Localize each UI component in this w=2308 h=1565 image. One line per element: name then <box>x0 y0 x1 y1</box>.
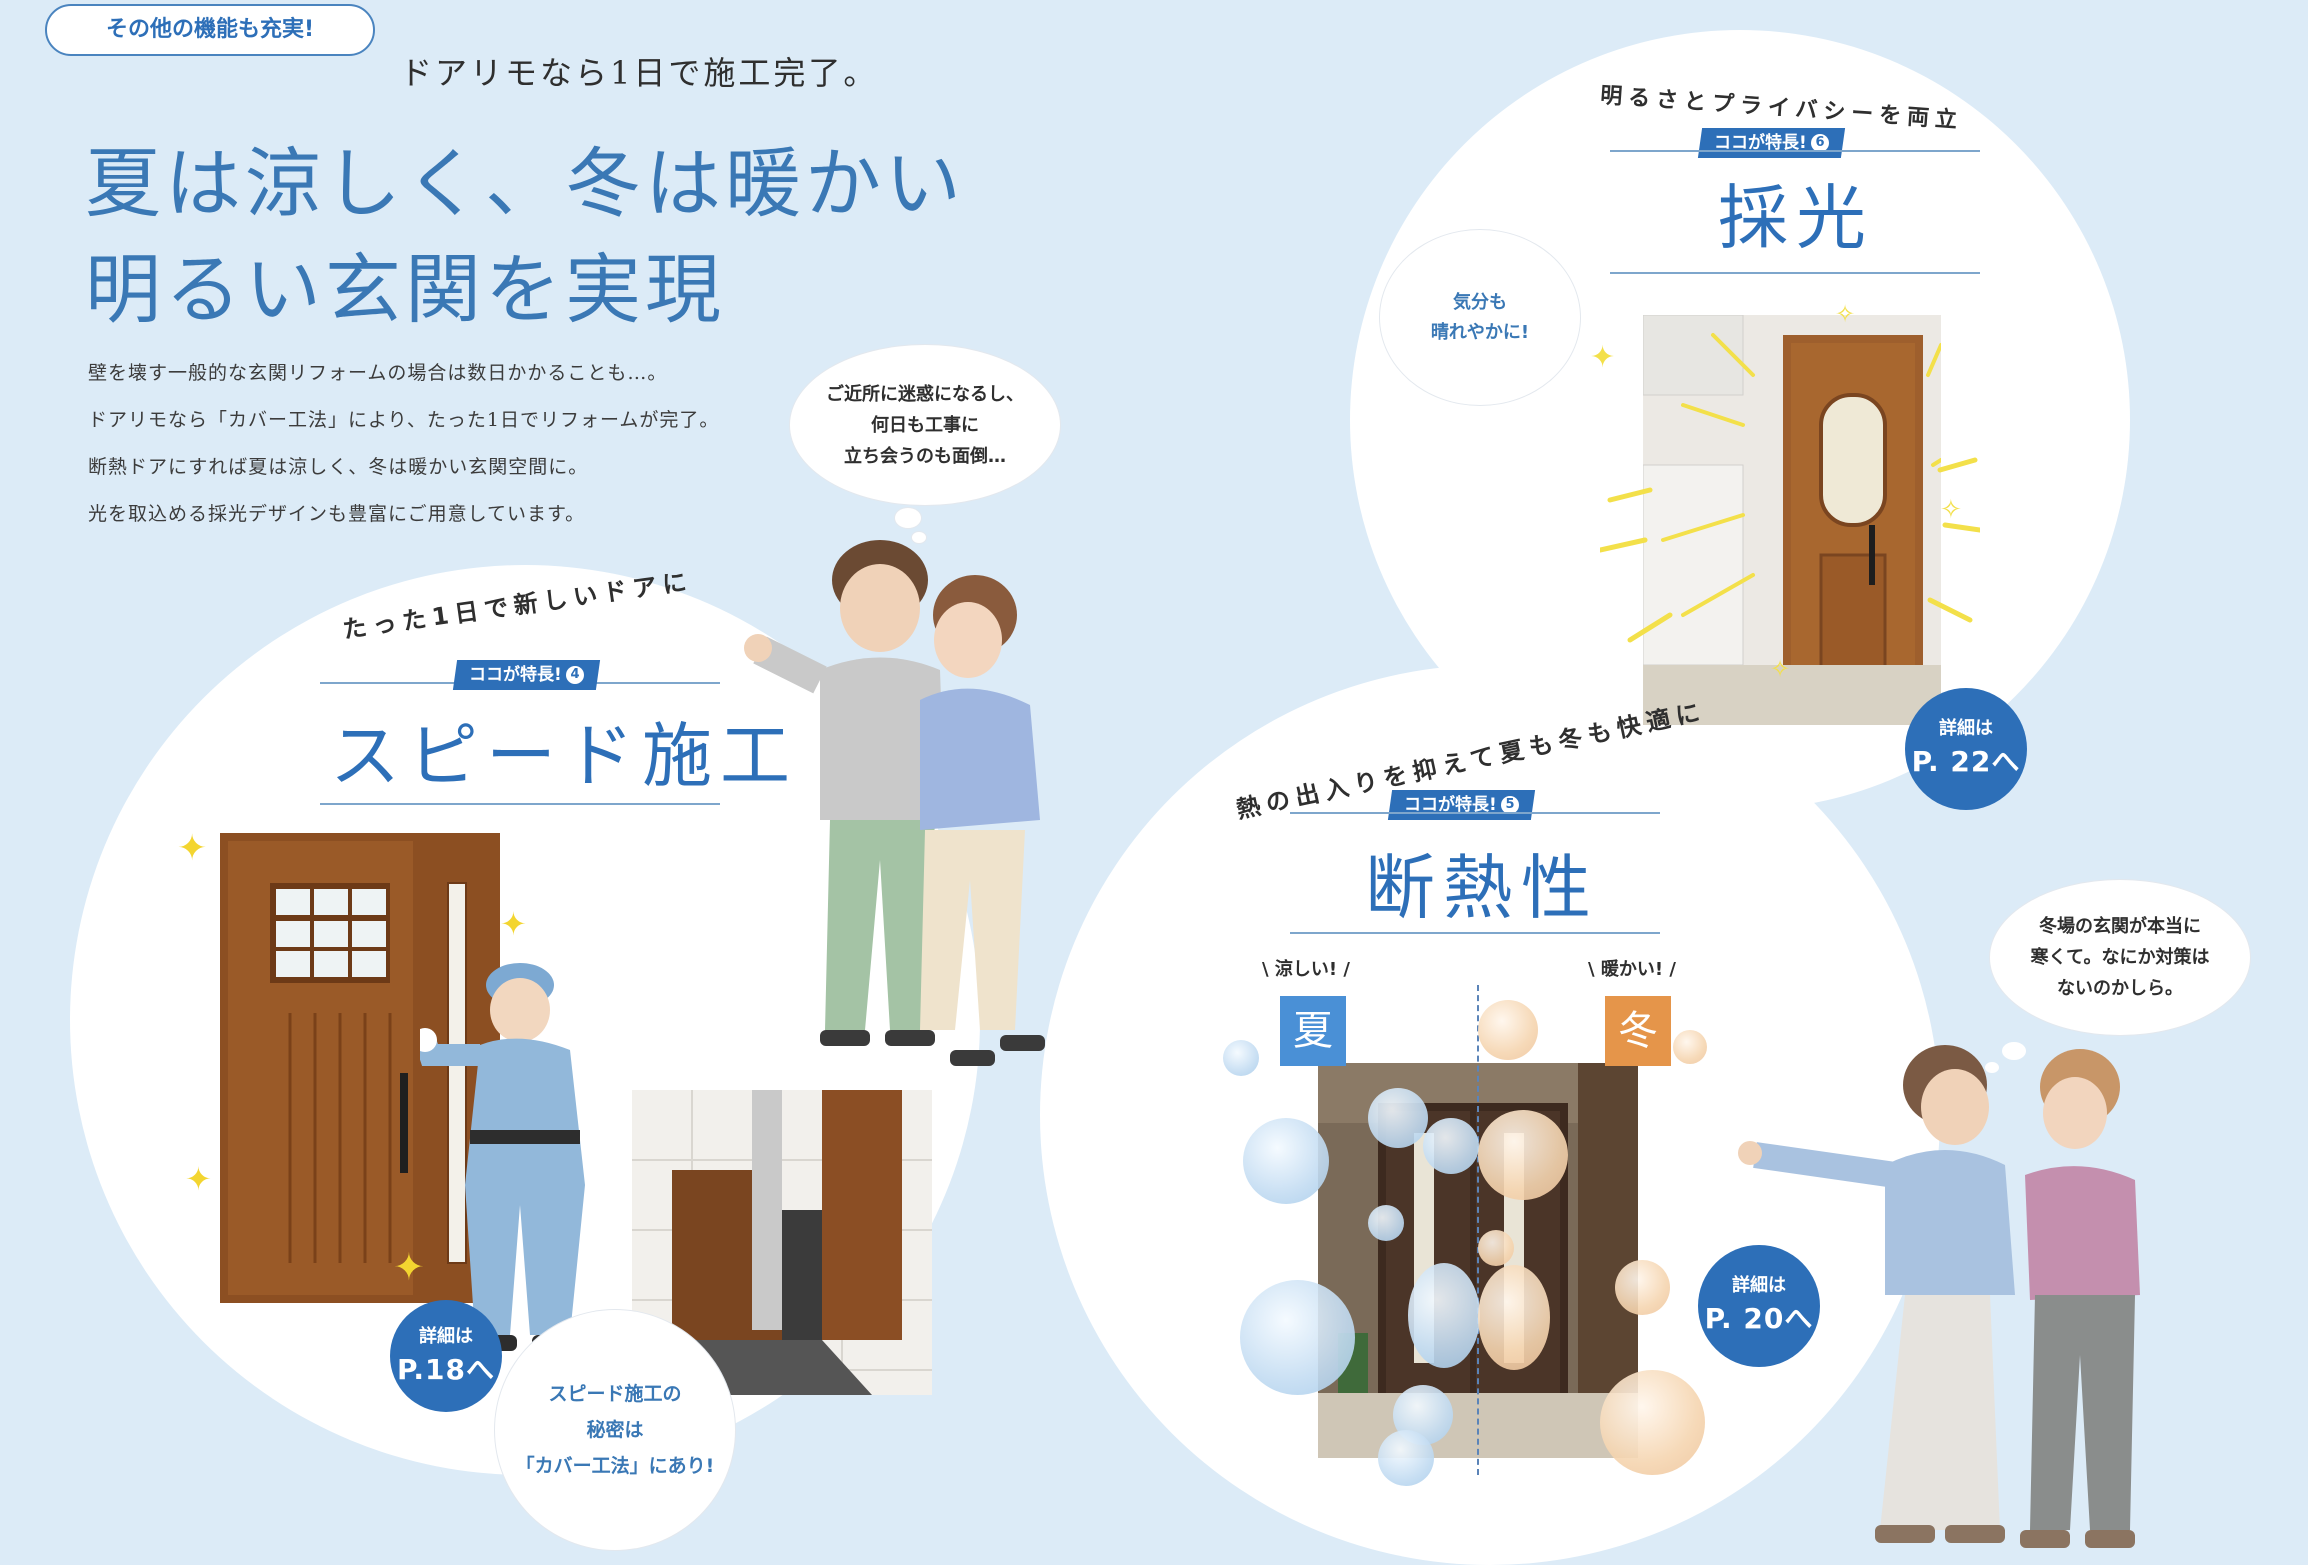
bubble-line: 晴れやかに! <box>1430 321 1530 343</box>
cool-orb <box>1223 1040 1259 1076</box>
sparkle-icon: ✦ <box>177 828 208 869</box>
speed-title: スピード施工 <box>330 715 798 797</box>
sparkle-icon: ✧ <box>1835 300 1856 328</box>
bubble-dot <box>912 532 926 543</box>
warm-orb <box>1478 1265 1550 1370</box>
warm-orb <box>1673 1030 1707 1064</box>
couple-speech-bubble: ご近所に迷惑になるし、 何日も工事に 立ち会うのも面倒… <box>790 345 1060 505</box>
light-tag: ココが特長!6 <box>1697 128 1845 158</box>
light-detail-link[interactable]: 詳細は P. 22へ <box>1905 688 2027 810</box>
detail-page: P. 20へ <box>1704 1302 1814 1335</box>
insulation-rule-top <box>1290 812 1660 814</box>
header-subtitle: ドアリモなら1日で施工完了。 <box>400 54 879 92</box>
light-rule-bottom <box>1610 272 1980 274</box>
warm-label-text: 暖かい! <box>1600 959 1664 980</box>
insulation-detail-link[interactable]: 詳細は P. 20へ <box>1698 1245 1820 1367</box>
detail-label: 詳細は <box>1732 1275 1786 1296</box>
insulation-tag: ココが特長!5 <box>1387 790 1535 820</box>
cool-orb <box>1423 1118 1479 1174</box>
intro-text: 壁を壊す一般的な玄関リフォームの場合は数日かかることも…。 ドアリモなら「カバー… <box>88 350 719 538</box>
warm-label: \ 暖かい! / <box>1588 959 1676 980</box>
warm-orb <box>1615 1260 1670 1315</box>
light-rule-top <box>1610 150 1980 152</box>
insulation-tag-text: ココが特長! <box>1404 795 1497 815</box>
warm-orb <box>1478 1000 1538 1060</box>
cool-orb <box>1378 1430 1434 1486</box>
light-mood-bubble: 気分も 晴れやかに! <box>1380 230 1580 405</box>
sparkle-icon: ✧ <box>1770 655 1791 683</box>
light-title: 採光 <box>1718 177 1874 259</box>
intro-line: ドアリモなら「カバー工法」により、たった1日でリフォームが完了。 <box>88 409 720 431</box>
intro-line: 光を取込める採光デザインも豊富にご用意しています。 <box>88 503 586 525</box>
detail-label: 詳細は <box>419 1326 473 1347</box>
note-line: 秘密は <box>586 1419 644 1441</box>
sparkle-icon: ✦ <box>185 1160 212 1198</box>
worker-illustration <box>420 963 585 1351</box>
bubble-line: 寒くて。なにか対策は <box>2030 947 2210 968</box>
cool-orb <box>1368 1205 1404 1241</box>
speed-tag: ココが特長!4 <box>452 660 600 690</box>
warm-orb <box>1478 1230 1514 1266</box>
speed-detail-link[interactable]: 詳細は P.18へ <box>390 1300 502 1412</box>
women-illustration <box>1738 1045 2140 1548</box>
header-tag: その他の機能も充実! <box>45 4 375 56</box>
sparkle-icon: ✦ <box>500 905 527 943</box>
detail-page: P. 22へ <box>1911 745 2021 778</box>
note-line: 「カバー工法」にあり! <box>515 1455 715 1477</box>
summer-badge: 夏 <box>1280 996 1346 1066</box>
winter-badge: 冬 <box>1605 996 1671 1066</box>
speed-tag-num: 4 <box>565 666 584 684</box>
center-divider <box>1477 985 1479 1475</box>
sparkle-icon: ✧ <box>1940 495 1962 525</box>
cool-orb <box>1408 1263 1480 1368</box>
bubble-line: ないのかしら。 <box>2057 978 2183 999</box>
speed-rule-bottom <box>320 803 720 805</box>
sparkle-icon: ✦ <box>393 1245 425 1289</box>
warm-orb <box>1600 1370 1705 1475</box>
bubble-line: 気分も <box>1453 291 1507 313</box>
cool-label: \ 涼しい! / <box>1262 959 1350 980</box>
cool-label-text: 涼しい! <box>1274 959 1338 980</box>
page-title-line1: 夏は涼しく、冬は暖かい <box>85 139 965 228</box>
bubble-line: ご近所に迷惑になるし、 <box>826 383 1024 405</box>
women-speech-bubble: 冬場の玄関が本当に 寒くて。なにか対策は ないのかしら。 <box>1990 880 2250 1035</box>
couple-illustration <box>744 540 1045 1066</box>
insulation-title: 断熱性 <box>1365 847 1599 929</box>
bubble-line: 冬場の玄関が本当に <box>2039 916 2201 937</box>
intro-line: 断熱ドアにすれば夏は涼しく、冬は暖かい玄関空間に。 <box>88 456 589 478</box>
bubble-line: 何日も工事に <box>871 414 979 436</box>
sparkle-icon: ✦ <box>1590 340 1616 375</box>
light-door-photo <box>1643 315 1941 725</box>
cool-orb <box>1368 1088 1428 1148</box>
light-tag-text: ココが特長! <box>1714 133 1807 153</box>
page-title-line2: 明るい玄関を実現 <box>85 245 725 334</box>
bubble-dot <box>2002 1042 2026 1060</box>
cool-orb <box>1240 1280 1355 1395</box>
warm-orb <box>1478 1110 1568 1200</box>
intro-line: 壁を壊す一般的な玄関リフォームの場合は数日かかることも…。 <box>88 362 668 384</box>
insulation-rule-bottom <box>1290 932 1660 934</box>
cool-orb <box>1243 1118 1329 1204</box>
speed-tag-text: ココが特長! <box>469 665 562 685</box>
note-line: スピード施工の <box>548 1383 682 1405</box>
bubble-dot <box>895 508 921 528</box>
detail-page: P.18へ <box>397 1353 495 1386</box>
detail-label: 詳細は <box>1939 718 1993 739</box>
bubble-dot <box>1985 1062 1999 1073</box>
speed-door-image <box>220 833 500 1303</box>
speed-note-bubble: スピード施工の 秘密は 「カバー工法」にあり! <box>495 1310 735 1550</box>
bubble-line: 立ち会うのも面倒… <box>844 445 1006 467</box>
light-rays <box>1600 457 1980 643</box>
